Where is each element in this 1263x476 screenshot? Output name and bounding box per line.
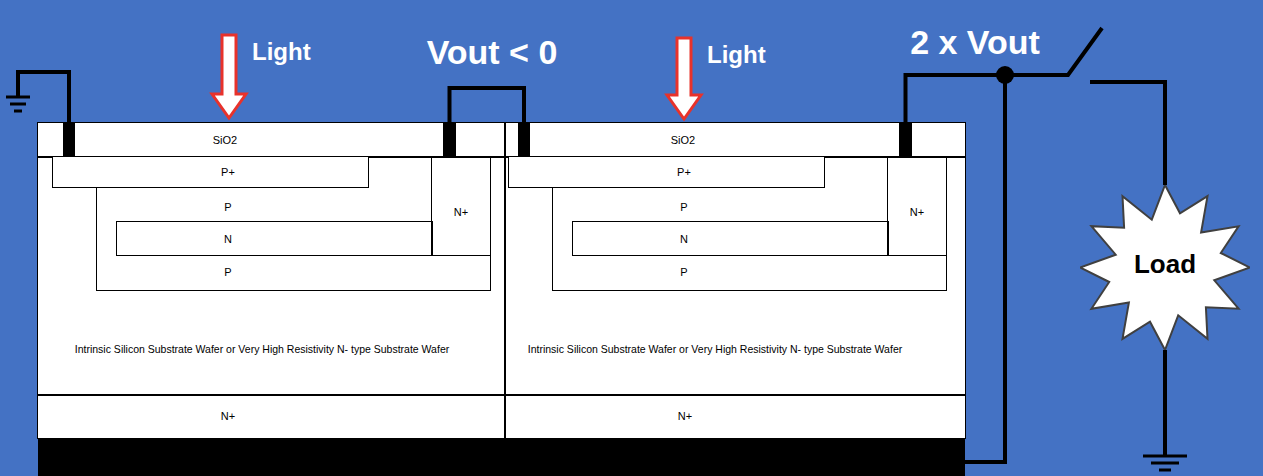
n-plus-contact: N+: [432, 157, 490, 255]
region-label: N+: [678, 410, 692, 423]
region-label: N+: [910, 206, 924, 219]
load-starburst: [1080, 185, 1250, 350]
n-plus-layer: N+: [38, 395, 505, 438]
load-symbol: Load: [1080, 185, 1250, 350]
substrate-region: Intrinsic Silicon Substrate Wafer or Ver…: [505, 157, 965, 395]
ground-symbol: [1159, 469, 1171, 472]
contact-pad: [63, 123, 75, 157]
n-plus-contact: N+: [888, 157, 946, 255]
region-label: N+: [221, 410, 235, 423]
ground-symbol: [10, 103, 26, 106]
p-plus-region: P+: [509, 157, 824, 187]
light-label: Light: [252, 38, 311, 66]
region-label: P: [224, 266, 231, 279]
region-label: P: [224, 201, 231, 214]
region-label: SiO2: [671, 134, 695, 147]
light-arrow: [667, 38, 701, 119]
region-label: P+: [221, 166, 235, 179]
series-wire: [450, 88, 525, 157]
light-arrow: [212, 35, 246, 118]
substrate-region: Intrinsic Silicon Substrate Wafer or Ver…: [38, 157, 505, 395]
region-label: N: [680, 233, 688, 246]
light-label: Light: [707, 41, 766, 69]
oxide-layer: SiO2: [505, 123, 965, 157]
n-region: N: [573, 222, 888, 255]
oxide-layer: SiO2: [38, 123, 505, 157]
ground-symbol: [1143, 455, 1187, 458]
substrate-label: Intrinsic Silicon Substrate Wafer or Ver…: [528, 343, 902, 355]
voltage-label: 2 x Vout: [910, 23, 1040, 62]
region-label: P: [680, 201, 687, 214]
ground-symbol: [14, 110, 22, 113]
region-label: P: [680, 266, 687, 279]
n-region: N: [117, 222, 432, 255]
bottom-electrode: [38, 438, 965, 476]
wafer-body: [38, 123, 965, 438]
ground-symbol: [1151, 462, 1179, 465]
region-label: SiO2: [213, 134, 237, 147]
ground-symbol: [6, 96, 30, 99]
region-label: P+: [677, 166, 691, 179]
cell-divider: [504, 123, 506, 438]
ground-wire: [1163, 350, 1167, 456]
electrode-wire: [965, 75, 1005, 462]
n-plus-layer: N+: [505, 395, 965, 438]
region-label: N: [224, 233, 232, 246]
p-plus-region: P+: [53, 157, 368, 187]
region-label: N+: [454, 206, 468, 219]
substrate-label: Intrinsic Silicon Substrate Wafer or Ver…: [75, 343, 449, 355]
load-label: Load: [1134, 250, 1196, 280]
voltage-label: Vout < 0: [427, 33, 558, 72]
